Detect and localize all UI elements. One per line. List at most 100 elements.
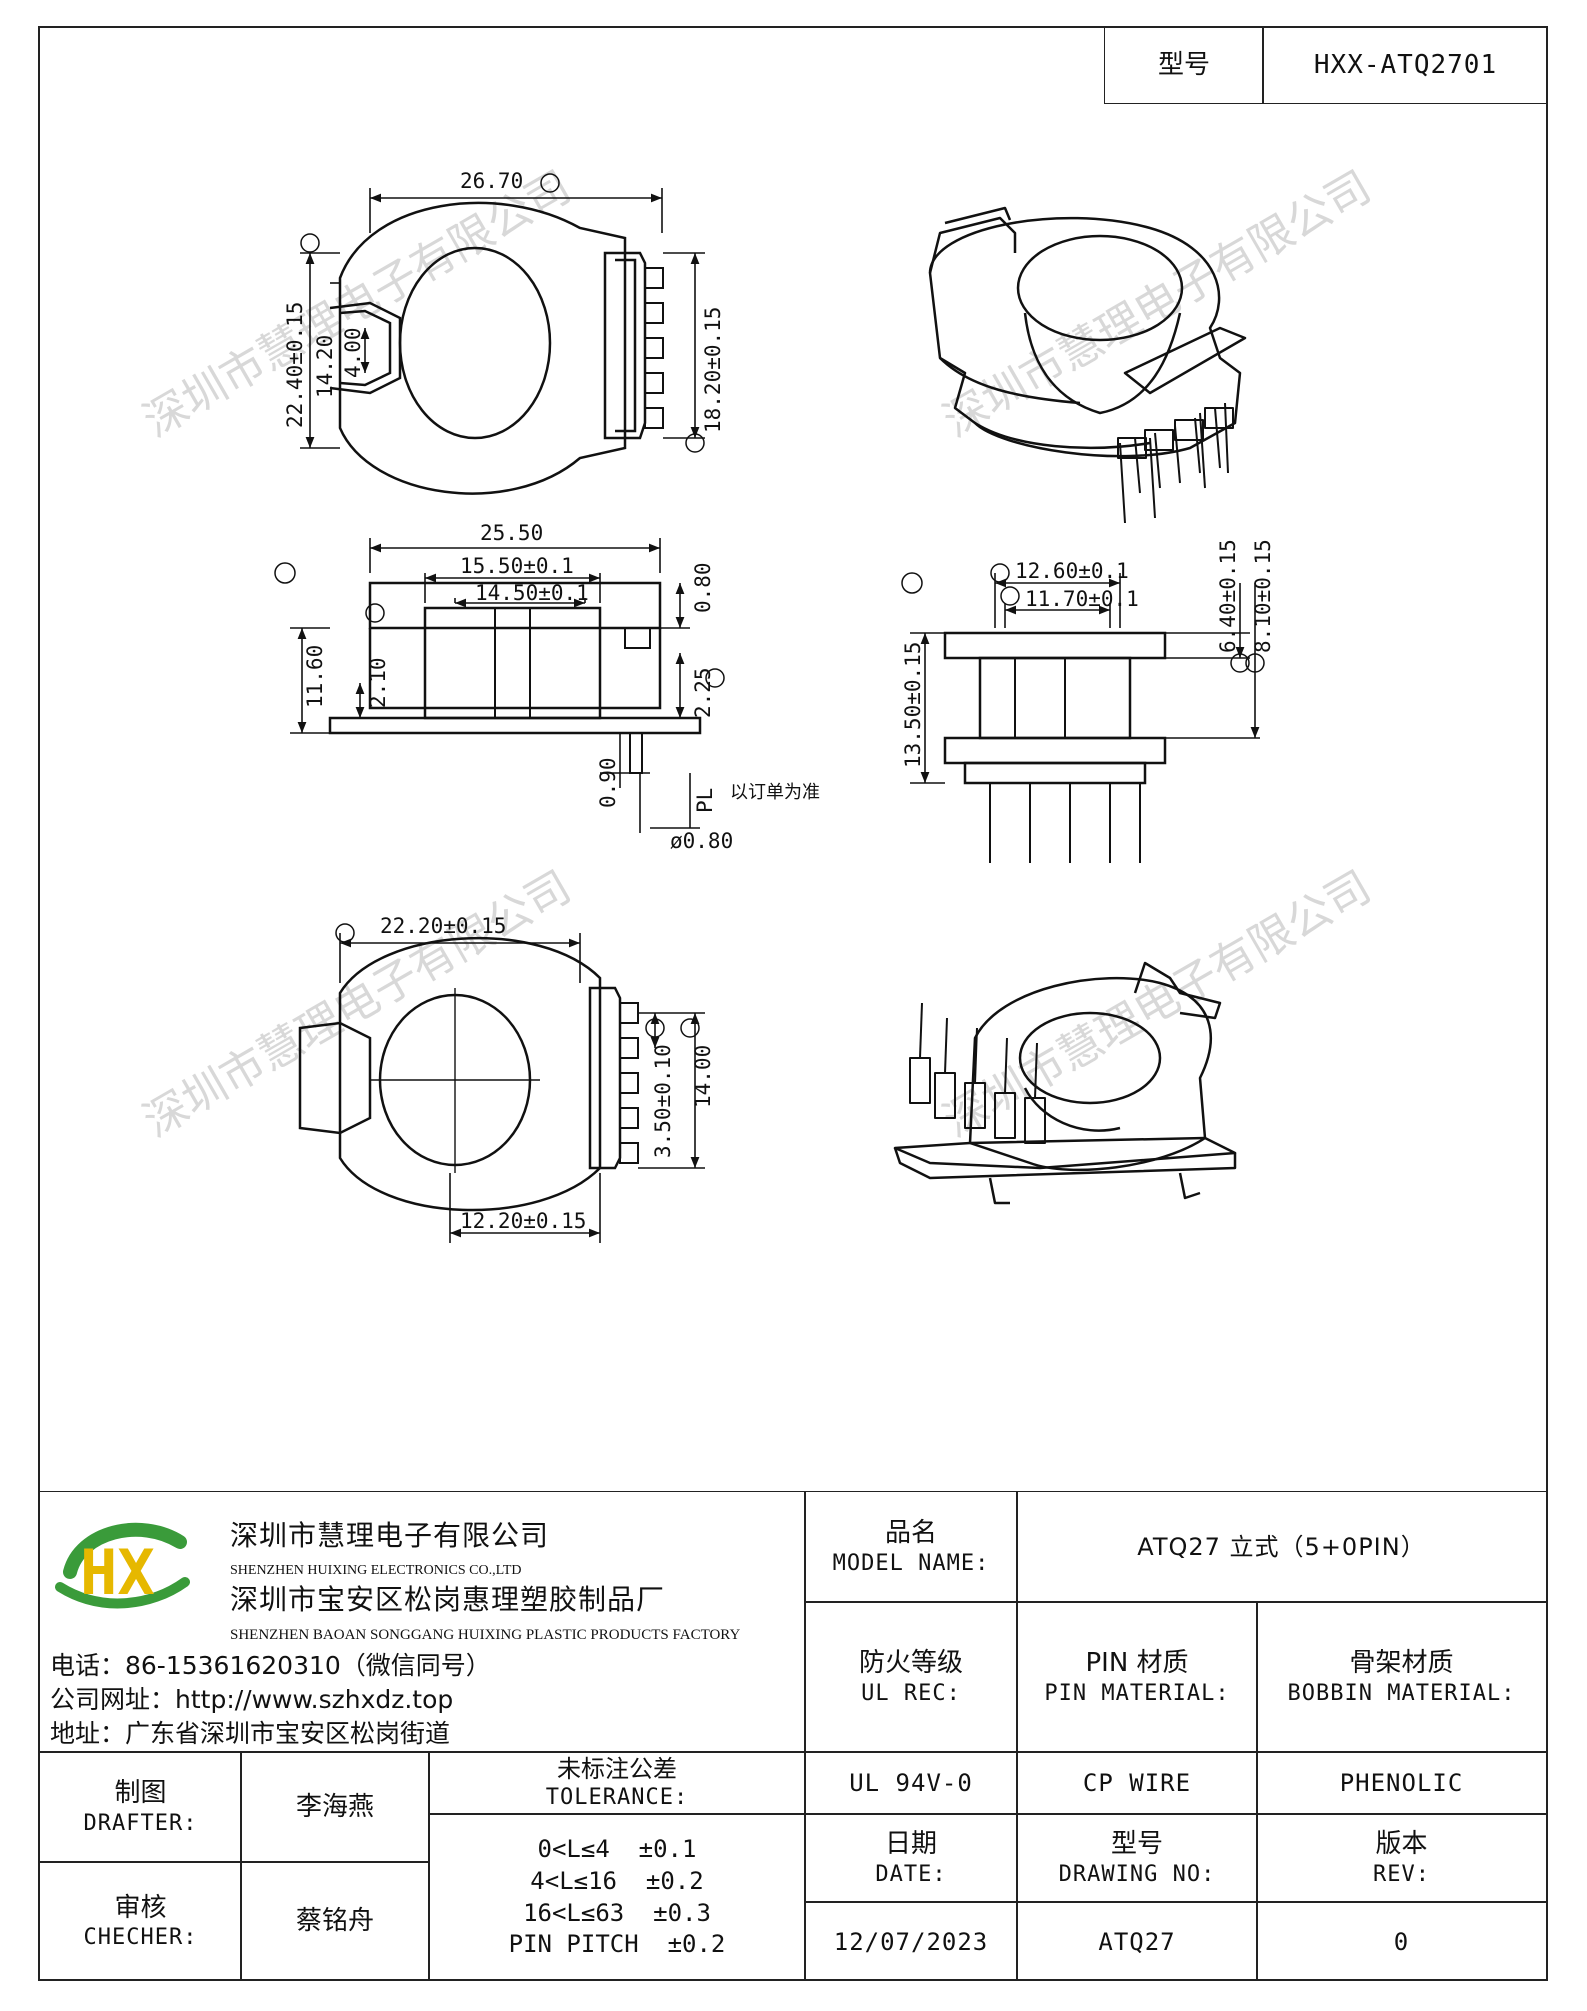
dim-12-20: 12.20±0.15 <box>460 1209 586 1233</box>
company-panel: HX 深圳市慧理电子有限公司 SHENZHEN HUIXING ELECTRON… <box>40 1491 806 1753</box>
model-label-cell: 型号 <box>1104 28 1264 104</box>
tolerance-line-3: 16<L≤63 ±0.3 <box>523 1898 711 1927</box>
date-cn: 日期 <box>884 1829 937 1859</box>
ul-value: UL 94V-0 <box>849 1769 973 1797</box>
title-block: HX 深圳市慧理电子有限公司 SHENZHEN HUIXING ELECTRON… <box>40 1491 1546 1981</box>
drafter-label-cell: 制图 DRAFTER: <box>40 1751 242 1863</box>
top-view <box>300 188 705 495</box>
dim-26-70: 26.70 <box>460 169 523 193</box>
dim-25-50: 25.50 <box>480 521 543 545</box>
dim-0-80-top: 0.80 <box>691 562 715 613</box>
watermark-2: 深圳市慧理电子有限公司 <box>935 161 1380 447</box>
pin-en: PIN MATERIAL: <box>1044 1680 1230 1706</box>
dim-8-10: 8.10±0.15 <box>1251 539 1275 653</box>
date-value-cell: 12/07/2023 <box>804 1901 1018 1981</box>
dim-22-40: 22.40±0.15 <box>283 302 307 428</box>
ul-label-cell: 防火等级 UL REC: <box>804 1601 1018 1753</box>
watermark-3: 深圳市慧理电子有限公司 <box>135 861 580 1147</box>
model-value-cell: HXX-ATQ2701 <box>1262 28 1548 104</box>
factory-name-cn: 深圳市宝安区松岗惠理塑胶制品厂 <box>230 1583 666 1616</box>
dim-2-10: 2.10 <box>366 657 390 708</box>
checker-label-cell: 审核 CHECHER: <box>40 1861 242 1981</box>
side-view-labels: 25.50 15.50±0.1 14.50±0.1 0.80 11.60 2.1… <box>303 521 820 853</box>
bottom-view <box>298 933 705 1243</box>
dim-18-20: 18.20±0.15 <box>701 307 725 433</box>
side-view <box>290 538 702 833</box>
drafter-name-cell: 李海燕 <box>240 1751 430 1863</box>
pin-label-cell: PIN 材质 PIN MATERIAL: <box>1016 1601 1258 1753</box>
pin-cn: PIN 材质 <box>1085 1648 1189 1678</box>
drafter-name: 李海燕 <box>295 1791 374 1822</box>
model-name-value: ATQ27 立式（5+0PIN） <box>1137 1533 1426 1561</box>
company-name-en: SHENZHEN HUIXING ELECTRONICS CO.,LTD <box>230 1563 522 1578</box>
top-view-labels: 26.70 22.40±0.15 14.20 4.00 18.20±0.15 <box>283 169 725 433</box>
model-value: HXX-ATQ2701 <box>1313 50 1498 81</box>
dim-3-50: 3.50±0.10 <box>651 1044 675 1158</box>
technical-drawing: 深圳市慧理电子有限公司 深圳市慧理电子有限公司 深圳市慧理电子有限公司 深圳市慧… <box>135 161 1380 1243</box>
bottom-view-labels: 22.20±0.15 3.50±0.10 14.00 12.20±0.15 <box>380 914 715 1233</box>
company-name-cn: 深圳市慧理电子有限公司 <box>230 1519 550 1552</box>
bobbin-label-cell: 骨架材质 BOBBIN MATERIAL: <box>1256 1601 1546 1753</box>
drawing-no-en: DRAWING NO: <box>1058 1861 1216 1887</box>
ul-en: UL REC: <box>861 1680 961 1706</box>
dim-pl: PL <box>693 788 717 813</box>
front-view <box>910 573 1260 863</box>
logo-text: HX <box>80 1536 155 1609</box>
dim-0-90: 0.90 <box>596 757 620 808</box>
model-name-label-cell: 品名 MODEL NAME: <box>804 1491 1018 1603</box>
pin-value: CP WIRE <box>1082 1769 1192 1797</box>
checker-name: 蔡铭舟 <box>295 1906 374 1937</box>
tolerance-values-cell: 0<L≤4 ±0.1 4<L≤16 ±0.2 16<L≤63 ±0.3 PIN … <box>428 1813 806 1981</box>
checker-cn: 审核 <box>114 1892 167 1923</box>
company-address: 地址：广东省深圳市宝安区松岗街道 <box>50 1719 451 1748</box>
tolerance-cn: 未标注公差 <box>557 1755 677 1784</box>
date-value: 12/07/2023 <box>833 1927 989 1956</box>
rev-value-cell: 0 <box>1256 1901 1546 1981</box>
drawing-no-value-cell: ATQ27 <box>1016 1901 1258 1981</box>
dim-22-20: 22.20±0.15 <box>380 914 506 938</box>
dim-14-20: 14.20 <box>313 335 337 398</box>
dim-6-40: 6.40±0.15 <box>1216 539 1240 653</box>
company-phone: 电话：86-15361620310（微信同号） <box>50 1651 491 1680</box>
pin-diameter: ø0.80 <box>670 829 733 853</box>
bobbin-cn: 骨架材质 <box>1349 1648 1454 1678</box>
order-note: 以订单为准 <box>730 782 820 803</box>
factory-name-en: SHENZHEN BAOAN SONGGANG HUIXING PLASTIC … <box>230 1627 741 1643</box>
model-name-value-cell: ATQ27 立式（5+0PIN） <box>1016 1491 1546 1603</box>
isometric-view-top <box>928 206 1247 524</box>
dim-14-00: 14.00 <box>691 1045 715 1108</box>
tolerance-header-cell: 未标注公差 TOLERANCE: <box>428 1751 806 1815</box>
dim-2-25: 2.25 <box>691 667 715 718</box>
model-name-cn: 品名 <box>884 1518 937 1548</box>
drawing-no-label-cell: 型号 DRAWING NO: <box>1016 1813 1258 1903</box>
date-en: DATE: <box>875 1861 947 1887</box>
company-website: 公司网址：http://www.szhxdz.top <box>50 1685 454 1714</box>
bobbin-value: PHENOLIC <box>1339 1769 1464 1797</box>
drafter-en: DRAFTER: <box>83 1810 198 1836</box>
isometric-view-bottom <box>893 961 1237 1205</box>
pin-value-cell: CP WIRE <box>1016 1751 1258 1815</box>
tolerance-line-2: 4<L≤16 ±0.2 <box>530 1866 704 1895</box>
tolerance-en: TOLERANCE: <box>545 1785 689 1811</box>
dim-14-50: 14.50±0.1 <box>475 581 589 605</box>
dim-11-70: 11.70±0.1 <box>1025 587 1139 611</box>
dim-11-60: 11.60 <box>303 645 327 708</box>
logo-mark: HX <box>55 1522 190 1609</box>
rev-value: 0 <box>1393 1927 1410 1956</box>
dim-15-50: 15.50±0.1 <box>460 554 574 578</box>
tolerance-line-1: 0<L≤4 ±0.1 <box>537 1835 697 1864</box>
watermark-4: 深圳市慧理电子有限公司 <box>935 861 1380 1147</box>
company-logo: HX <box>50 1512 200 1622</box>
rev-cn: 版本 <box>1375 1829 1428 1859</box>
model-label: 型号 <box>1157 50 1210 81</box>
model-name-en: MODEL NAME: <box>832 1550 990 1576</box>
ul-value-cell: UL 94V-0 <box>804 1751 1018 1815</box>
ul-cn: 防火等级 <box>858 1648 963 1678</box>
reference-markers <box>274 173 1265 1038</box>
checker-en: CHECHER: <box>83 1925 198 1950</box>
bobbin-value-cell: PHENOLIC <box>1256 1751 1546 1815</box>
checker-name-cell: 蔡铭舟 <box>240 1861 430 1981</box>
rev-label-cell: 版本 REV: <box>1256 1813 1546 1903</box>
drafter-cn: 制图 <box>114 1778 167 1808</box>
drawing-sheet: 型号 HXX-ATQ2701 深圳市慧理电子有限公司 深圳市慧理电子有限公司 深… <box>38 26 1548 1981</box>
